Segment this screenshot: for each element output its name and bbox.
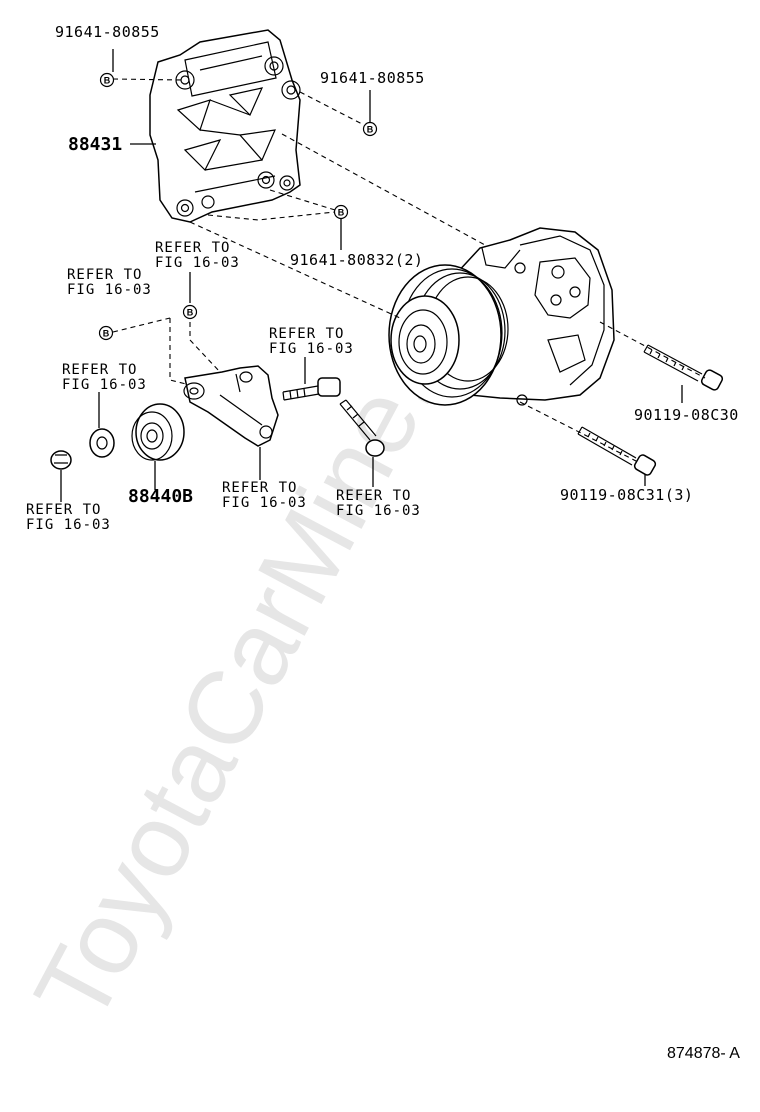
tensioner-bolt xyxy=(282,377,341,401)
refer-line-2: FIG 16-03 xyxy=(336,503,421,519)
leader-lines xyxy=(60,49,706,502)
nut xyxy=(50,450,72,470)
marker-b-2-letter: B xyxy=(367,125,374,135)
refer-line-2: FIG 16-03 xyxy=(222,495,307,511)
tensioner-arm xyxy=(183,365,279,447)
marker-b-4-letter: B xyxy=(187,308,194,318)
refer-line-1: REFER TO xyxy=(67,267,142,283)
compressor-bracket xyxy=(149,29,301,223)
refer-to-note-6: REFER TO FIG 16-03 xyxy=(336,488,421,519)
refer-line-1: REFER TO xyxy=(155,240,230,256)
refer-line-1: REFER TO xyxy=(336,488,411,504)
diagram-code: 874878- A xyxy=(667,1045,740,1062)
marker-b-2: B xyxy=(362,121,378,137)
refer-to-note-4: REFER TO FIG 16-03 xyxy=(62,362,147,393)
label-91641-80855-top-right: 91641-80855 xyxy=(320,69,425,87)
adjusting-bolt xyxy=(339,399,385,457)
bolt-90119-08c30 xyxy=(643,344,724,391)
refer-to-note-2: REFER TO FIG 16-03 xyxy=(67,267,152,298)
refer-line-2: FIG 16-03 xyxy=(155,255,240,271)
label-90119-08c31: 90119-08C31(3) xyxy=(560,486,693,504)
marker-b-4: B xyxy=(182,304,198,320)
refer-to-note-3: REFER TO FIG 16-03 xyxy=(269,326,354,357)
refer-line-1: REFER TO xyxy=(62,362,137,378)
idler-pulley xyxy=(131,403,185,461)
label-91641-80855-top-left: 91641-80855 xyxy=(55,23,160,41)
refer-line-2: FIG 16-03 xyxy=(26,517,111,533)
marker-b-5: B xyxy=(98,325,114,341)
ac-compressor xyxy=(388,227,615,406)
marker-b-3: B xyxy=(333,204,349,220)
refer-to-note-7: REFER TO FIG 16-03 xyxy=(26,502,111,533)
refer-line-1: REFER TO xyxy=(26,502,101,518)
refer-line-2: FIG 16-03 xyxy=(67,282,152,298)
label-88440b: 88440B xyxy=(128,486,193,507)
refer-line-2: FIG 16-03 xyxy=(269,341,354,357)
marker-b-3-letter: B xyxy=(338,208,345,218)
label-90119-08c30: 90119-08C30 xyxy=(634,406,739,424)
label-91641-80832: 91641-80832(2) xyxy=(290,251,423,269)
marker-b-1: B xyxy=(99,72,115,88)
label-88431: 88431 xyxy=(68,134,122,155)
washer xyxy=(89,428,115,458)
refer-line-1: REFER TO xyxy=(269,326,344,342)
refer-to-note-5: REFER TO FIG 16-03 xyxy=(222,480,307,511)
marker-b-5-letter: B xyxy=(103,329,110,339)
refer-to-note-1: REFER TO FIG 16-03 xyxy=(155,240,240,271)
marker-b-1-letter: B xyxy=(104,76,111,86)
refer-line-1: REFER TO xyxy=(222,480,297,496)
refer-line-2: FIG 16-03 xyxy=(62,377,147,393)
bolt-90119-08c31 xyxy=(577,426,657,476)
